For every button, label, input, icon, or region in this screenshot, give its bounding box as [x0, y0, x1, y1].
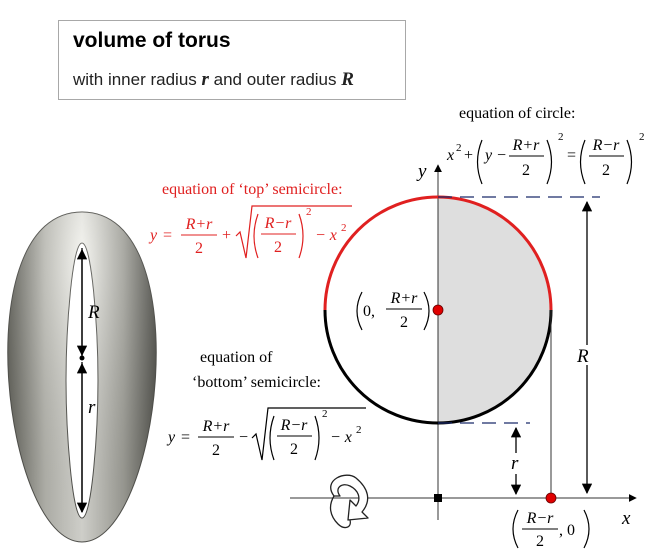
- torus-label-R: R: [87, 302, 100, 323]
- top-eq-plus: +: [222, 227, 231, 244]
- top-eq-sq: 2: [306, 206, 312, 218]
- subtitle-mid: and outer radius: [208, 70, 342, 89]
- xpt-label-den: 2: [536, 533, 544, 550]
- torus-shading: [7, 212, 157, 542]
- top-eq-num2: R−r: [264, 215, 293, 232]
- xpt-paren-left: [512, 509, 519, 549]
- bottom-eq-paren-right: [314, 415, 320, 461]
- subtitle-R: R: [341, 69, 354, 90]
- circle-eq-num1: R+r: [512, 137, 541, 154]
- bottom-eq-den2: 2: [290, 441, 298, 458]
- x-point-label: R−r 2 , 0: [512, 509, 590, 550]
- top-semicircle-equation: equation of ‘top’ semicircle: y = R+r 2 …: [148, 181, 352, 259]
- top-eq-num1: R+r: [185, 216, 214, 233]
- circle-eq-paren2-right: [626, 139, 633, 185]
- axes: y x: [290, 161, 637, 529]
- top-eq-minus-x: − x: [315, 227, 337, 244]
- xpt-label-tail: , 0: [559, 522, 575, 539]
- top-eq-den1: 2: [195, 240, 203, 257]
- circle-eq-den2: 2: [602, 162, 610, 179]
- center-paren-left: [356, 291, 363, 331]
- circle-equation: equation of circle: x 2 + y − R+r 2 2 = …: [446, 105, 645, 185]
- circle-eq-den1: 2: [522, 162, 530, 179]
- torus-label-r: r: [88, 397, 96, 418]
- top-eq-eq: =: [163, 227, 172, 244]
- r-dimension-label: r: [511, 453, 519, 474]
- bottom-eq-den1: 2: [212, 442, 220, 459]
- x-axis-label: x: [621, 508, 631, 529]
- center-label-den: 2: [400, 314, 408, 331]
- circle-eq-paren1-left: [476, 139, 483, 185]
- page-subtitle: with inner radius r and outer radius R: [73, 69, 354, 91]
- y-axis-label: y: [416, 161, 427, 182]
- top-eq-paren-right: [298, 213, 304, 259]
- bottom-eq-x-sq: 2: [356, 424, 362, 436]
- subtitle-r: r: [201, 69, 209, 90]
- circle-eq-x-sq: 2: [456, 142, 462, 154]
- xpt-paren-right: [583, 509, 590, 549]
- bottom-semicircle-equation: equation of ‘bottom’ semicircle: y = R+r…: [166, 349, 366, 461]
- center-point: [432, 304, 444, 316]
- top-eq-paren-left: [253, 213, 259, 259]
- bottom-eq-sq: 2: [322, 408, 328, 420]
- origin-marker: [434, 494, 442, 502]
- top-eq-den2: 2: [274, 239, 282, 256]
- center-point-label: 0, R+r 2: [356, 290, 430, 331]
- bottom-eq-paren-left: [269, 415, 275, 461]
- bottom-eq-caption-2: ‘bottom’ semicircle:: [192, 374, 321, 391]
- top-eq-y: y: [148, 227, 158, 244]
- x-intercept-point: [545, 492, 557, 504]
- bottom-eq-minus: −: [239, 429, 248, 446]
- shaded-half-disc: [438, 197, 551, 423]
- center-paren-right: [423, 291, 430, 331]
- circle-eq-plus1: +: [464, 147, 473, 164]
- circle-eq-paren2-left: [579, 139, 586, 185]
- page-title: volume of torus: [73, 29, 231, 52]
- top-eq-x-sq: 2: [341, 222, 347, 234]
- circle-eq-minus: −: [497, 147, 506, 164]
- circle-eq-num2: R−r: [592, 137, 621, 154]
- top-eq-sqrt: [235, 205, 352, 259]
- circle-eq-caption: equation of circle:: [459, 105, 575, 122]
- circle-eq-sq1: 2: [558, 131, 564, 143]
- bottom-eq-sqrt: [251, 407, 366, 461]
- top-eq-caption: equation of ‘top’ semicircle:: [162, 181, 343, 198]
- bottom-eq-caption-1: equation of: [200, 349, 273, 366]
- center-label-open: 0,: [363, 303, 375, 320]
- bottom-eq-num2: R−r: [280, 417, 309, 434]
- circle-eq-y: y: [483, 147, 493, 164]
- circle-eq-eq: =: [567, 147, 576, 164]
- rotation-arrow-icon: [329, 474, 369, 529]
- bottom-eq-y: y: [166, 429, 176, 446]
- bottom-eq-num1: R+r: [202, 418, 231, 435]
- R-dimension-label: R: [576, 346, 589, 367]
- title-box: volume of torus with inner radius r and …: [58, 20, 406, 100]
- bottom-eq-eq: =: [181, 429, 190, 446]
- circle-eq-sq2: 2: [639, 131, 645, 143]
- xpt-label-num: R−r: [526, 510, 555, 527]
- circle-eq-paren1-right: [546, 139, 553, 185]
- bottom-eq-minus-x: − x: [330, 429, 352, 446]
- center-label-num: R+r: [390, 290, 419, 307]
- torus-illustration: R r: [7, 211, 157, 543]
- circle-eq-x: x: [446, 147, 454, 164]
- torus-center-dot: [79, 355, 85, 361]
- subtitle-pre: with inner radius: [73, 70, 202, 89]
